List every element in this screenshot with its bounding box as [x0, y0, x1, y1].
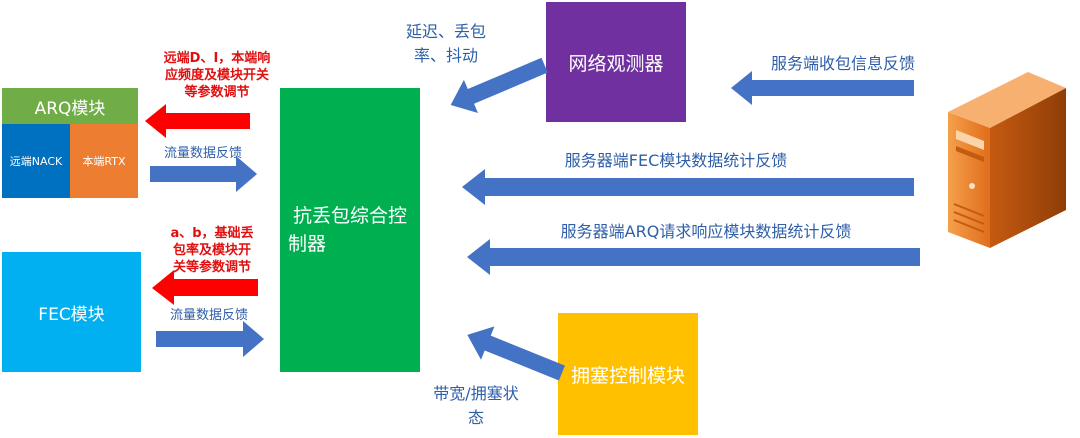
arq-params-line2: 应频度及模块开关: [164, 68, 269, 83]
delay-loss-line1: 延迟、丢包: [405, 22, 486, 41]
delay-loss-line2: 率、抖动: [413, 46, 478, 65]
arq-local-rtx: 本端RTX: [70, 124, 138, 198]
server-fec-feedback-arrow: [462, 169, 914, 205]
arq-params-line3: 等参数调节: [184, 85, 250, 100]
bandwidth-arrow: [467, 326, 565, 381]
bandwidth-line2: 态: [467, 408, 484, 427]
arq-feedback-label: 流量数据反馈: [163, 146, 242, 161]
server-arq-feedback-arrow: [467, 239, 920, 275]
congestion-control-module: 拥塞控制模块: [558, 313, 698, 435]
bandwidth-label: 带宽/拥塞状 态: [416, 382, 536, 430]
fec-feedback-arrow: [156, 321, 264, 357]
fec-feedback-label: 流量数据反馈: [169, 308, 248, 323]
server-recv-feedback-arrow: [731, 71, 914, 105]
arq-params-line1: 远端D、I，本端响: [163, 51, 271, 66]
arq-feedback-arrow: [150, 156, 257, 192]
arq-module-header: ARQ模块: [2, 88, 138, 124]
controller-line2: 制器: [288, 233, 327, 255]
server-fec-feedback-label: 服务器端FEC模块数据统计反馈: [564, 151, 788, 170]
network-observer: 网络观测器: [546, 2, 686, 122]
arq-params-arrow: [145, 104, 250, 138]
fec-params-label: a、b，基础丢 包率及模块开 关等参数调节: [152, 225, 272, 276]
fec-params-line1: a、b，基础丢: [170, 226, 254, 241]
server-recv-feedback-label: 服务端收包信息反馈: [770, 54, 915, 73]
arq-remote-nack: 远端NACK: [2, 124, 70, 198]
delay-loss-label: 延迟、丢包 率、抖动: [386, 20, 506, 68]
anti-loss-controller: 抗丢包综合控 制器: [280, 88, 420, 372]
fec-module: FEC模块: [2, 252, 141, 372]
delay-loss-arrow: [450, 57, 548, 113]
controller-line1: 抗丢包综合控: [292, 205, 407, 227]
fec-params-line2: 包率及模块开: [172, 243, 251, 258]
arq-params-label: 远端D、I，本端响 应频度及模块开关 等参数调节: [142, 50, 292, 101]
fec-params-line3: 关等参数调节: [172, 260, 251, 275]
server-icon: [948, 72, 1066, 248]
server-arq-feedback-label: 服务器端ARQ请求响应模块数据统计反馈: [560, 222, 852, 241]
fec-params-arrow: [152, 270, 258, 305]
bandwidth-line1: 带宽/拥塞状: [433, 384, 519, 403]
